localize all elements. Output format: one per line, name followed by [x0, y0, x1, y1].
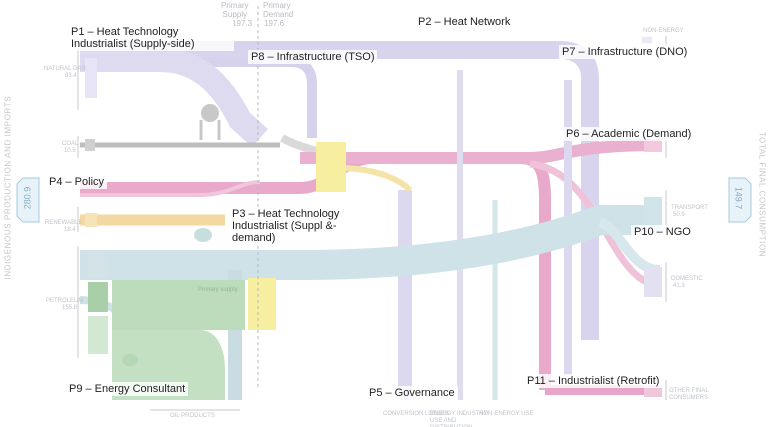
electricity-import-flow [80, 180, 261, 197]
primary-demand-text: Primary Demand [263, 1, 294, 19]
primary-supply-text: Primary Supply [221, 1, 249, 19]
transport-label: TRANSPORT [671, 205, 708, 211]
renewable-plant-icon [194, 228, 212, 242]
oil-products-label: OIL PRODUCTS [170, 413, 215, 419]
stakeholder-p2: P2 – Heat Network [415, 15, 514, 29]
power-generation-label: Primary supply [198, 287, 238, 293]
coal-plant-legs [199, 120, 221, 140]
coal-value: 10.5 [64, 148, 76, 154]
natural-gas-value: 83.4 [65, 73, 77, 79]
stakeholder-p7: P7 – Infrastructure (DNO) [559, 45, 691, 59]
renewable-label: RENEWABLE [45, 220, 83, 226]
primary-supply-value: 197.3 [232, 19, 253, 28]
gas-node [85, 58, 97, 98]
other-final-label: OTHER FINAL CONSUMERS [669, 388, 709, 401]
stakeholder-p3: P3 – Heat Technology Industrialist (Supp… [229, 207, 375, 245]
stakeholder-p9: P9 – Energy Consultant [66, 382, 189, 396]
petroleum-node-3 [88, 316, 108, 354]
transport-value: 50.9 [673, 212, 685, 218]
stakeholder-p6: P6 – Academic (Demand) [563, 127, 695, 141]
stakeholder-p5: P5 – Governance [366, 386, 458, 400]
nonenergy-use-label: NON-ENERGY USE [479, 411, 534, 417]
coal-node [85, 139, 95, 151]
left-axis-title: INDIGENOUS PRODUCTION AND IMPORTS [3, 95, 13, 280]
heat-flow [345, 165, 413, 193]
industrial-node [644, 140, 662, 152]
domestic-label: DOMESTIC [671, 276, 703, 282]
stakeholder-p1: P1 – Heat Technology Industrialist (Supp… [68, 25, 234, 51]
primary-supply-label: Primary Supply [221, 1, 249, 19]
nonenergy-label: NON-ENERGY [643, 28, 684, 34]
conversion-losses-label: CONVERSION LOSSES [383, 411, 450, 417]
transport-node [644, 197, 662, 225]
right-badge-shape [728, 177, 752, 223]
gas-power-flow [80, 48, 269, 147]
heat-node [316, 142, 346, 192]
natural-gas-label: NATURAL GAS [44, 66, 86, 72]
petroleum-transport-flow [80, 205, 660, 280]
energy-industry-label: ENERGY INDUSTRY USE AND DISTRIBUTION LOS… [430, 411, 488, 427]
petroleum-label: PETROLEUM [46, 298, 84, 304]
domestic-node [644, 267, 662, 297]
right-axis-title: TOTAL FINAL CONSUMPTION [757, 131, 767, 258]
stakeholder-p8: P8 – Infrastructure (TSO) [248, 50, 378, 64]
renewable-node [85, 213, 97, 227]
coal-plant-icon [201, 104, 219, 122]
right-axis-value: 149.7 [733, 186, 744, 210]
primary-demand-label: Primary Demand [263, 1, 293, 19]
stakeholder-p11: P11 – Industrialist (Retrofit) [524, 374, 663, 388]
petroleum-node-1 [88, 250, 108, 278]
nonenergy-node [642, 37, 652, 43]
petroleum-node-2 [88, 282, 108, 312]
left-badge-shape [16, 177, 40, 223]
primary-demand-value: 197.6 [264, 19, 285, 28]
stakeholder-p4: P4 – Policy [46, 175, 108, 189]
other-final-node [644, 385, 662, 397]
stakeholder-p10: P10 – NGO [631, 225, 694, 239]
coal-label: COAL [62, 141, 79, 147]
yellow-conversion-node [248, 278, 276, 330]
power-generation-block [112, 280, 245, 330]
renewable-value: 18.4 [64, 227, 76, 233]
green-plant-icon [122, 354, 138, 366]
domestic-value: 41.3 [673, 283, 685, 289]
petroleum-value: 155.8 [62, 305, 78, 311]
left-axis-value: 280.9 [22, 186, 33, 210]
